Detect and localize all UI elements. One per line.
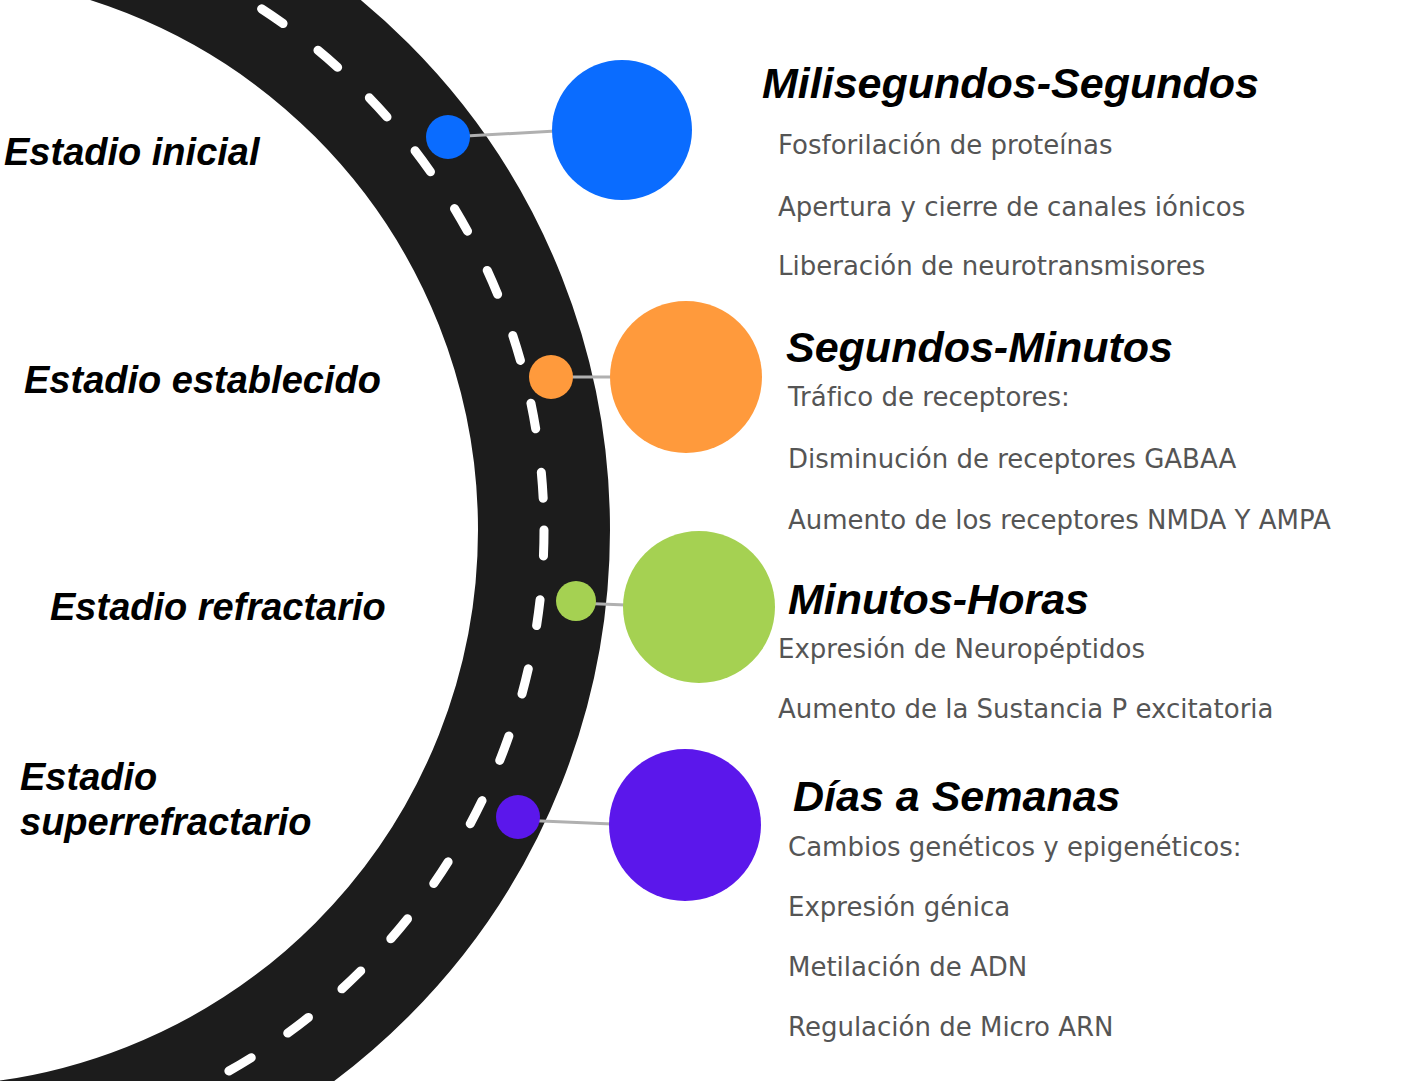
mechanism-item: Disminución de receptores GABAA xyxy=(788,443,1236,475)
mechanism-item: Regulación de Micro ARN xyxy=(788,1011,1114,1043)
road-dashes xyxy=(0,0,544,1081)
stage-dot xyxy=(556,581,596,621)
mechanism-item: Apertura y cierre de canales iónicos xyxy=(778,191,1245,223)
stage-circle: Días a SemanasCambios genéticos y epigen… xyxy=(609,749,761,901)
road-surface xyxy=(0,0,544,1081)
stage-dot xyxy=(529,355,573,399)
mechanism-item: Tráfico de receptores: xyxy=(788,381,1070,413)
mechanism-item: Expresión de Neuropéptidos xyxy=(778,633,1145,665)
stage-circle: Milisegundos-SegundosFosforilación de pr… xyxy=(552,60,692,200)
stage-dot xyxy=(496,795,540,839)
time-heading: Milisegundos-Segundos xyxy=(762,58,1259,108)
mechanism-item: Metilación de ADN xyxy=(788,951,1027,983)
stage-label: Estadio establecido xyxy=(24,358,484,403)
mechanism-item: Liberación de neurotransmisores xyxy=(778,250,1205,282)
time-heading: Días a Semanas xyxy=(793,771,1120,821)
stage-label: Estadio superrefractario xyxy=(20,755,390,845)
stage-label: Estadio refractario xyxy=(50,585,490,630)
stage-label: Estadio inicial xyxy=(4,130,424,175)
stage-dot xyxy=(426,115,470,159)
mechanism-item: Aumento de los receptores NMDA Y AMPA xyxy=(788,504,1331,536)
time-heading: Segundos-Minutos xyxy=(786,322,1173,372)
mechanism-item: Expresión génica xyxy=(788,891,1010,923)
stage-circle: Minutos-HorasExpresión de NeuropéptidosA… xyxy=(623,531,775,683)
mechanism-item: Fosforilación de proteínas xyxy=(778,129,1112,161)
stage-circle: Segundos-MinutosTráfico de receptores:Di… xyxy=(610,301,762,453)
mechanism-item: Cambios genéticos y epigenéticos: xyxy=(788,831,1242,863)
time-heading: Minutos-Horas xyxy=(788,574,1089,624)
mechanism-item: Aumento de la Sustancia P excitatoria xyxy=(778,693,1273,725)
